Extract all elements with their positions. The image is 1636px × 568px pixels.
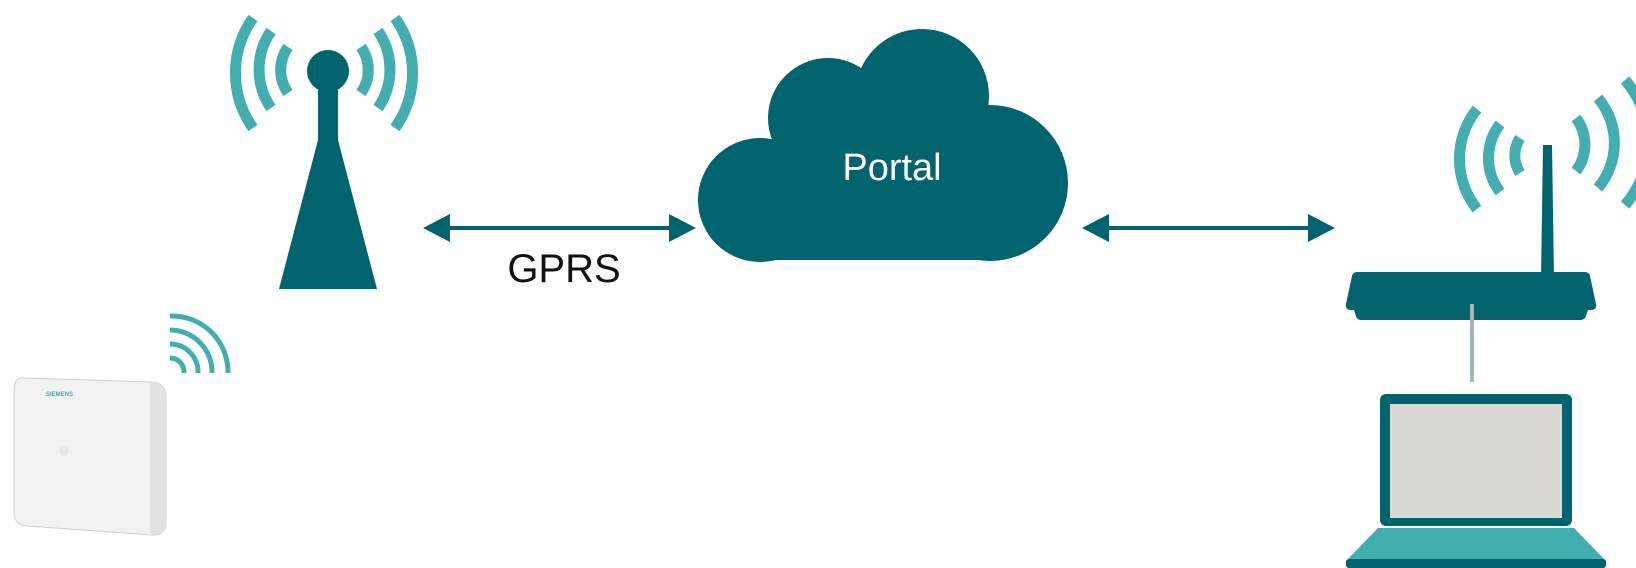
wifi-router-icon (1345, 76, 1636, 320)
router-signal-waves-left (1454, 105, 1525, 213)
gprs-link-label: GPRS (507, 247, 620, 291)
cloud-label: Portal (842, 147, 941, 189)
gprs-link-arrow (423, 214, 696, 242)
cloud-icon (698, 29, 1068, 262)
cell-tower-icon (230, 14, 418, 289)
laptop-icon (1346, 394, 1606, 568)
gateway-device-icon: SIEMENS (13, 313, 231, 536)
device-signal-waves (169, 313, 231, 374)
tower-signal-waves-left (230, 14, 293, 132)
cloud-router-link-arrow (1082, 214, 1335, 242)
device-brand-label: SIEMENS (46, 392, 73, 398)
router-signal-waves-right (1571, 76, 1636, 209)
tower-signal-waves-right (356, 14, 418, 132)
